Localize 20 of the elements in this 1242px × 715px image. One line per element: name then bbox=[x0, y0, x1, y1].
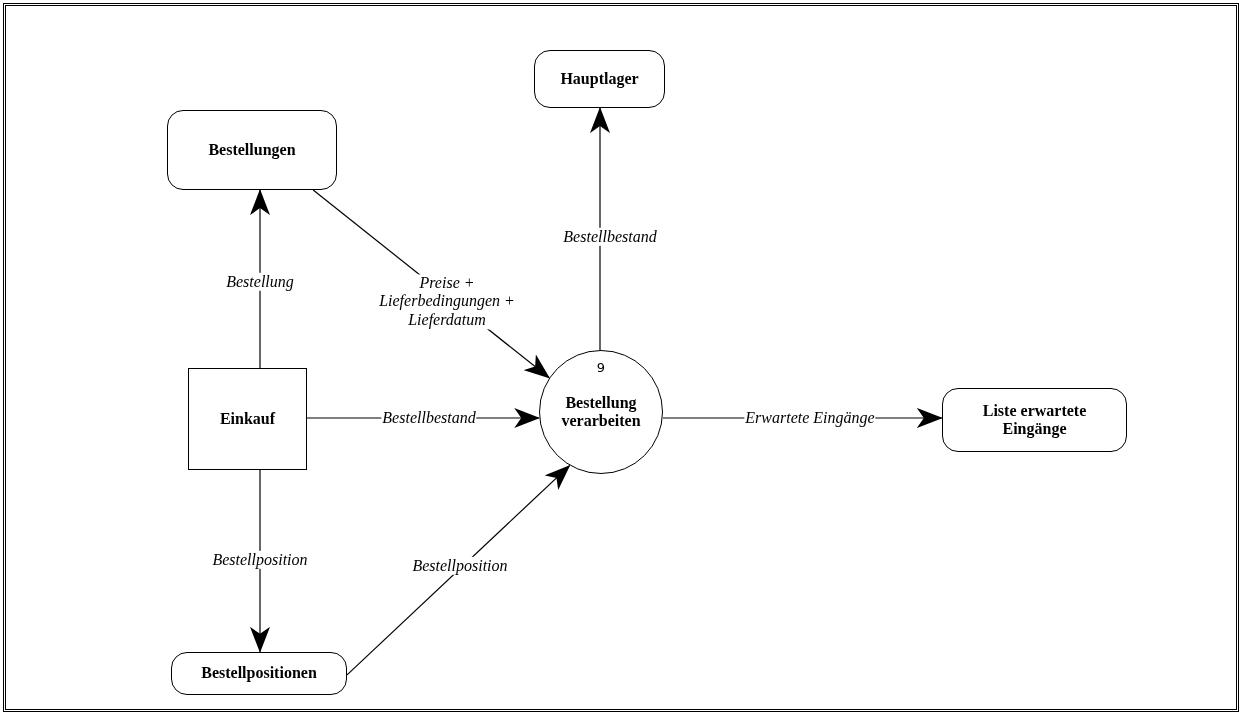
store-box bbox=[942, 388, 1127, 452]
node-label: Bestellpositionen bbox=[200, 664, 318, 683]
store-box bbox=[167, 110, 337, 190]
node-label: Bestellungen bbox=[207, 140, 297, 160]
node-label: Liste erwartete Eingänge bbox=[981, 401, 1088, 439]
arrow bbox=[590, 107, 610, 351]
edge-label: Bestellposition bbox=[211, 550, 309, 570]
arrow bbox=[346, 464, 571, 676]
store-box bbox=[171, 652, 347, 695]
edge-label: Bestellbestand bbox=[562, 227, 658, 247]
node-label: Einkauf bbox=[218, 409, 277, 429]
entity-box bbox=[188, 368, 307, 470]
node-label: Hauptlager bbox=[559, 69, 640, 89]
edge-label: Bestellung bbox=[225, 272, 295, 292]
node-label: Bestellung verarbeiten bbox=[560, 393, 642, 431]
arrow bbox=[250, 189, 270, 369]
edge-label: Bestellposition bbox=[411, 556, 509, 576]
process-number: 9 bbox=[595, 361, 607, 376]
store-box bbox=[534, 50, 665, 108]
arrow bbox=[250, 469, 270, 653]
